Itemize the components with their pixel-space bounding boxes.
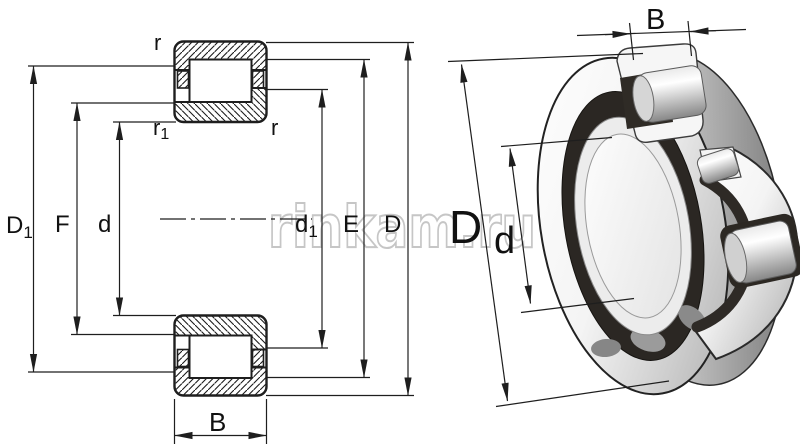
- inner-ring-section-bottom: [173, 314, 268, 351]
- cage-section-bottom-left: [176, 348, 190, 368]
- label-r-top: r: [154, 30, 161, 55]
- label-d-3d: d: [494, 220, 515, 262]
- dimension-B-section: [173, 399, 268, 444]
- label-r-right: r: [271, 115, 278, 140]
- label-D-section: D: [384, 211, 401, 238]
- dimension-labels: D1 F d d1 E D r r1 r B B D d: [6, 4, 665, 437]
- dimension-lines: [28, 20, 747, 444]
- dimension-d-3d: [500, 136, 635, 314]
- label-r1: r1: [153, 115, 169, 143]
- dimension-D: [266, 41, 414, 397]
- dimension-D-3d: [447, 52, 670, 408]
- bearing-3d-illustration: [536, 43, 800, 396]
- dimension-D1: [28, 65, 175, 373]
- label-D-3d: D: [449, 201, 482, 253]
- cage-section-top-left: [176, 70, 190, 89]
- label-F: F: [55, 211, 70, 238]
- section-top-half: [173, 40, 268, 124]
- bearing-3d-separated-top-roller: [696, 148, 740, 184]
- label-d1: d1: [295, 211, 318, 241]
- label-E: E: [343, 211, 359, 238]
- bearing-3d-bore: [584, 133, 682, 319]
- roller-section-top: [188, 58, 253, 103]
- inner-ring-section-top: [173, 87, 268, 123]
- bearing-3d-top-roller: [632, 65, 707, 123]
- bearing-cross-section: [160, 40, 312, 397]
- label-B-3d: B: [646, 4, 665, 36]
- label-d: d: [98, 211, 111, 238]
- bearing-3d-roller-glimpse: [591, 338, 621, 358]
- roller-section-bottom: [188, 334, 253, 379]
- dimension-F: [71, 102, 175, 336]
- dimension-E: [266, 58, 370, 379]
- label-B-section: B: [209, 407, 226, 437]
- dimension-d1: [266, 88, 328, 349]
- label-D1: D1: [6, 212, 33, 242]
- cage-section-top-right: [251, 70, 265, 89]
- section-bottom-half: [173, 314, 268, 397]
- bearing-3d-separated-roller: [724, 220, 797, 284]
- cage-section-bottom-right: [251, 348, 265, 368]
- bearing-3d-separated-ring: [691, 146, 800, 361]
- dimension-d: [113, 121, 176, 317]
